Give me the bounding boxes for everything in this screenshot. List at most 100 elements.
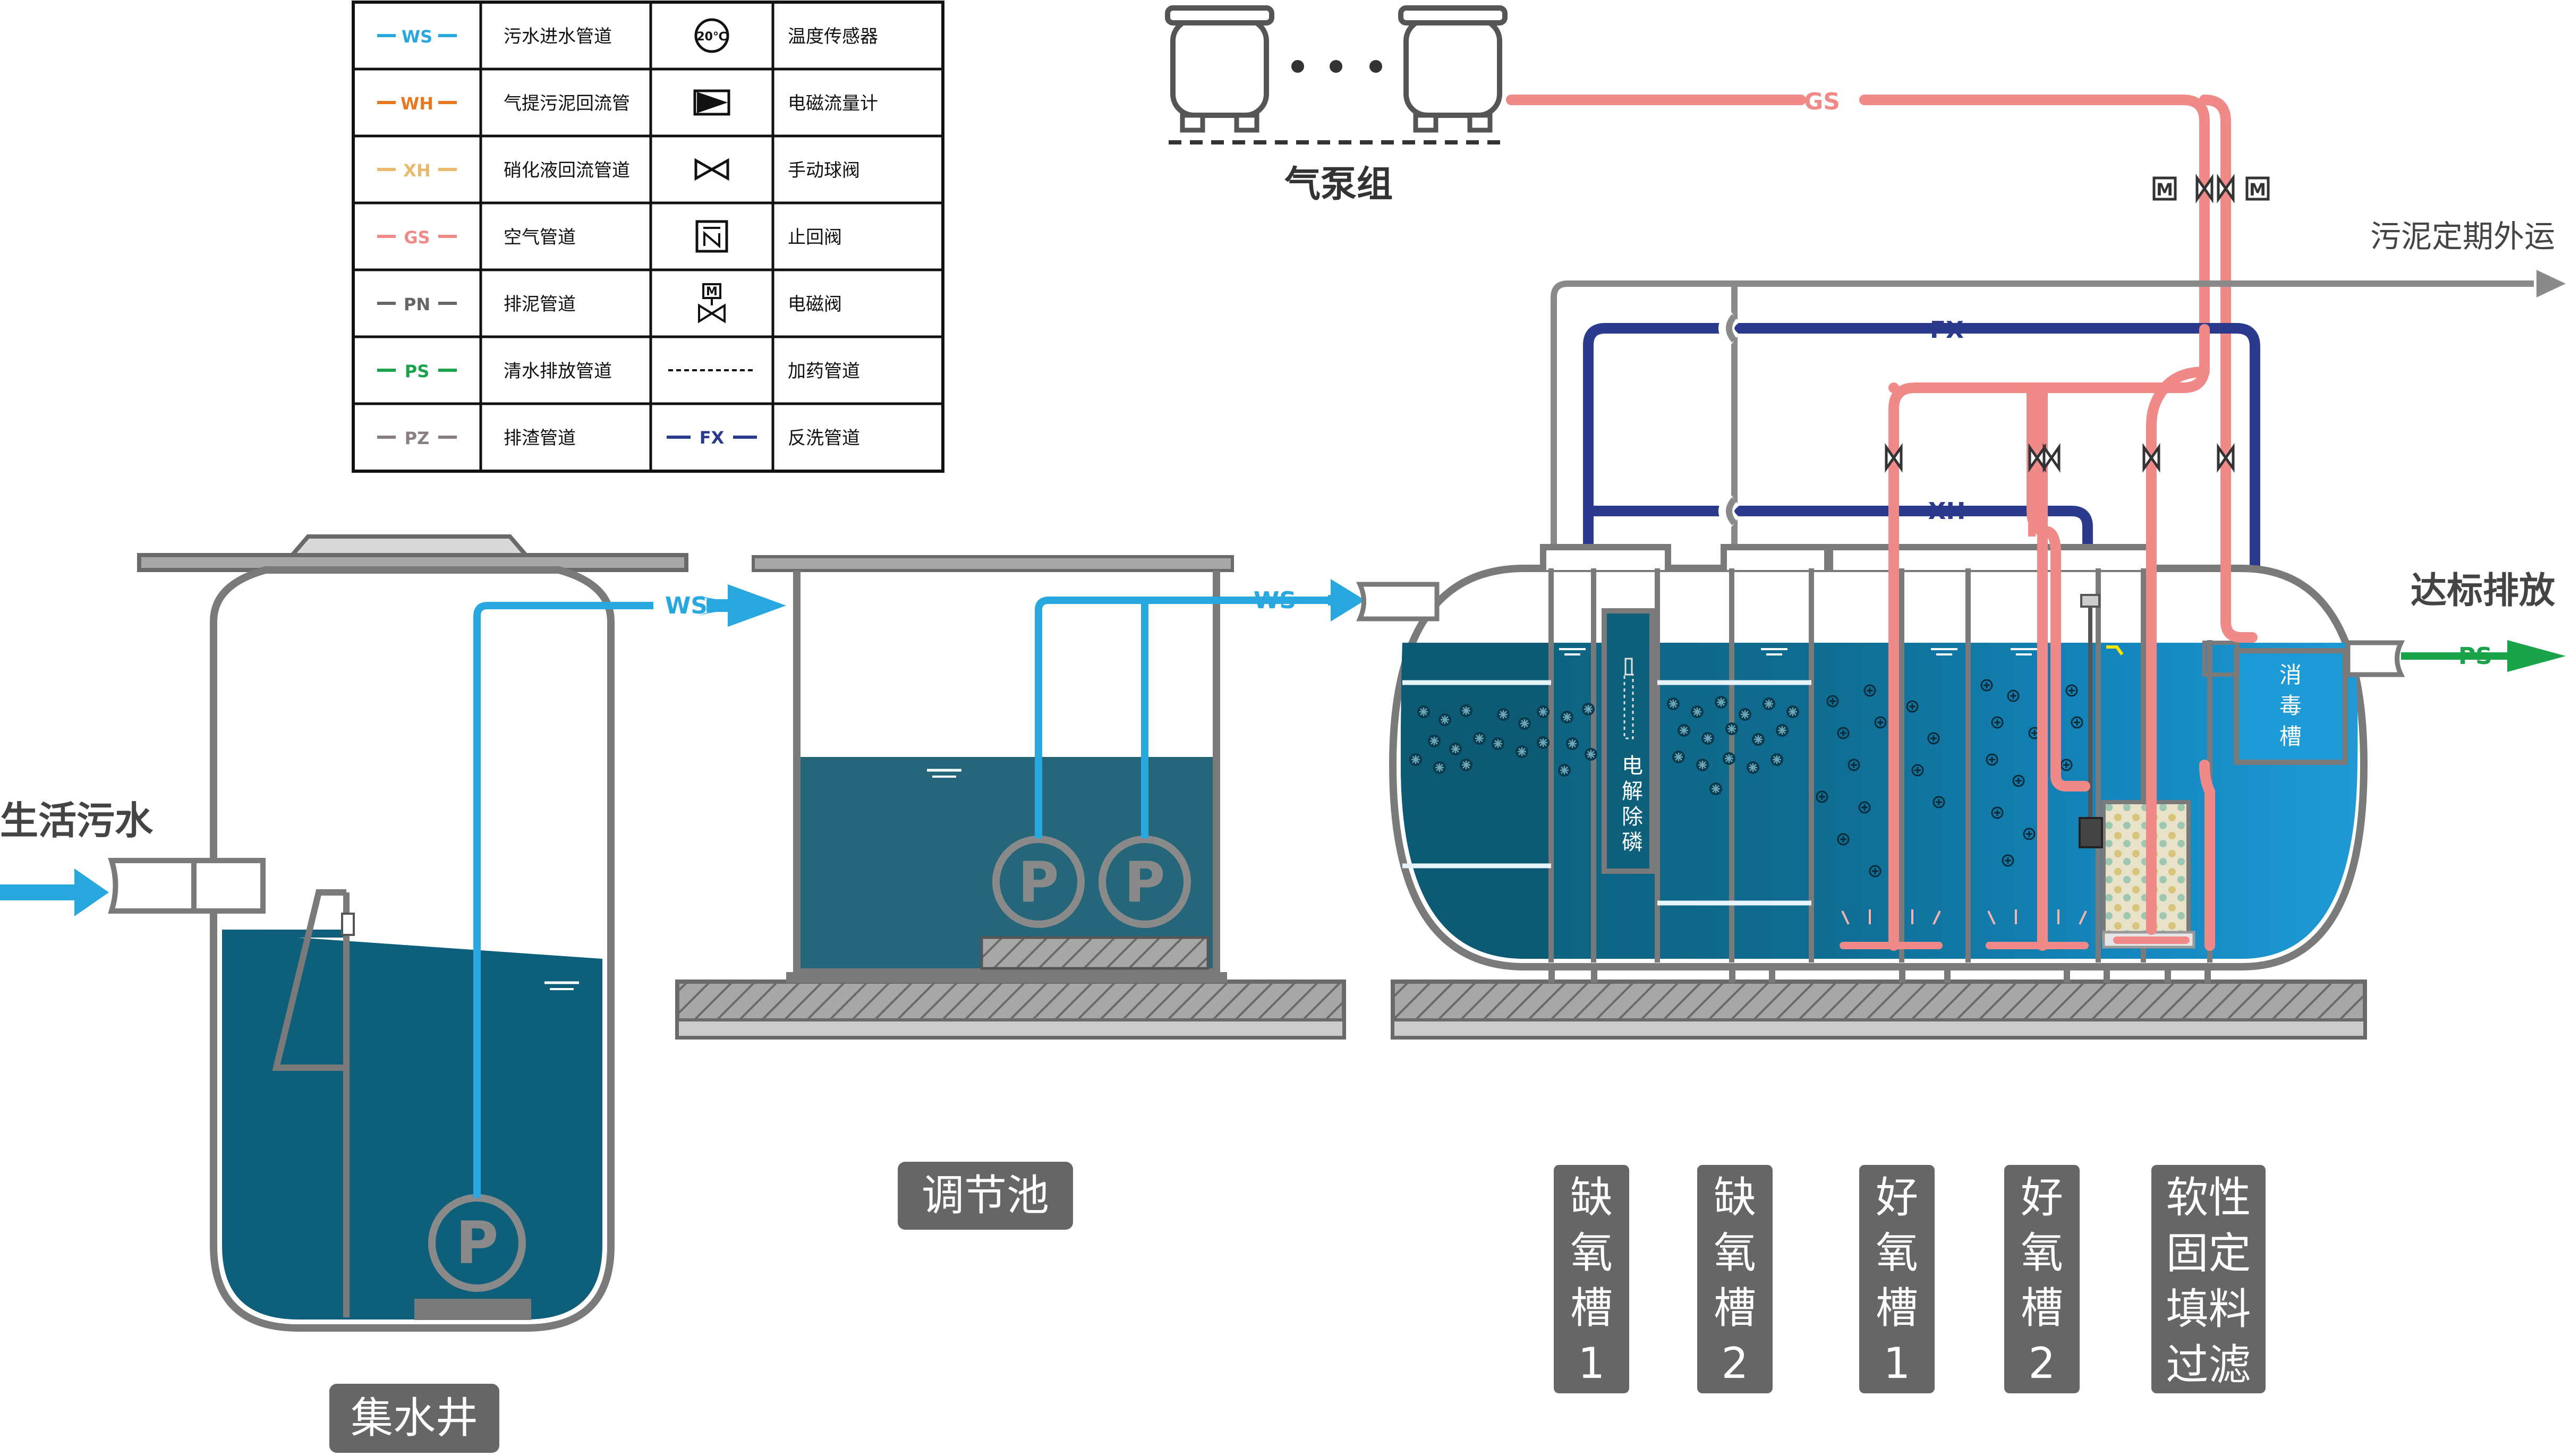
phosphorus-label-char: 电 — [1622, 754, 1643, 778]
svg-text:M: M — [2249, 180, 2266, 200]
mixing-bubble — [1459, 704, 1473, 718]
svg-text:P: P — [1018, 850, 1059, 915]
legend-pipe-label: 硝化液回流管道 — [504, 160, 630, 181]
stage-label-text: 2 — [2029, 1339, 2056, 1388]
legend-icon-label: 加药管道 — [788, 361, 860, 382]
mixing-bubble — [1449, 742, 1462, 756]
mixing-bubble — [1515, 745, 1529, 759]
mixing-bubble — [1536, 705, 1550, 719]
disinfection-label-char: 槽 — [2279, 723, 2302, 750]
mixing-bubble — [1557, 763, 1571, 777]
sewage-pipe-ws-2 — [1035, 597, 1328, 838]
mixing-bubble — [1751, 733, 1765, 746]
legend-icon-label: 止回阀 — [788, 227, 842, 248]
mixing-bubble — [1459, 758, 1473, 772]
mixing-bubble — [1565, 737, 1579, 751]
mixing-bubble — [1427, 734, 1441, 748]
regulating-tank-label: 调节池 — [922, 1171, 1049, 1220]
air-pipe-gs — [1506, 95, 2231, 377]
ellipsis-dot — [1291, 60, 1304, 73]
legend-icon-label: 反洗管道 — [788, 428, 860, 449]
svg-text:M: M — [706, 285, 718, 299]
mixing-bubble — [1438, 713, 1452, 727]
stage-label-text: 软性 — [2166, 1173, 2251, 1222]
legend-pipe-label: 污水进水管道 — [504, 26, 612, 47]
mixing-bubble — [1472, 731, 1486, 745]
inlet-pipe-stub — [191, 858, 266, 914]
xh-label: XH — [1928, 498, 1966, 525]
discharge-label: 达标排放 — [2411, 570, 2555, 612]
mixing-bubble — [1690, 705, 1704, 719]
inflow-arrow — [0, 869, 109, 916]
collection-well-label-box: 集水井 — [329, 1384, 499, 1453]
solenoid-valve-icon: M — [698, 283, 726, 323]
phosphorus-label-char: 磷 — [1622, 830, 1643, 855]
stage-label-text: 固定 — [2166, 1229, 2251, 1278]
stage-label-text: 2 — [1722, 1339, 1749, 1388]
mixing-bubble — [1518, 717, 1531, 730]
svg-text:P: P — [1125, 850, 1165, 915]
mixing-bubble — [1677, 723, 1691, 737]
stage-label-text: 氧 — [2021, 1228, 2063, 1278]
ws-label-1: WS — [665, 592, 708, 619]
sludge-out-label: 污泥定期外运 — [2370, 218, 2555, 254]
well-pump-icon: P — [428, 1194, 526, 1292]
stage-label-text: 填料 — [2166, 1284, 2251, 1334]
svg-text:P: P — [456, 1209, 499, 1277]
phosphorus-label-char: 除 — [1622, 805, 1643, 829]
svg-text:M: M — [2156, 180, 2173, 200]
mixing-bubble — [1770, 753, 1784, 767]
legend-pipe-label: 清水排放管道 — [504, 361, 612, 382]
mixing-bubble — [1417, 705, 1431, 719]
mixing-bubble — [1786, 705, 1800, 719]
backwash-line-icon: FX — [667, 428, 757, 448]
regulating-pump-2-icon: P — [1099, 836, 1191, 928]
legend-pipe-code: PN — [404, 294, 430, 314]
legend-pipe-label: 气提污泥回流管 — [504, 93, 630, 114]
gs-label: GS — [1804, 88, 1840, 115]
mixing-bubble — [1666, 697, 1680, 711]
mixing-bubble — [1584, 747, 1598, 761]
regulating-tank-label-box: 调节池 — [898, 1162, 1073, 1230]
stage-label-text: 氧 — [1876, 1228, 1918, 1278]
regulating-tank — [675, 555, 1346, 1040]
disinfection-label-char: 毒 — [2279, 693, 2302, 719]
stage-label-text: 模块 — [2166, 1396, 2251, 1445]
air-pump-group — [1168, 8, 1509, 144]
legend-pipe-code: PS — [405, 361, 430, 381]
stage-label-text: 槽 — [1570, 1283, 1613, 1333]
stage-label-text: 氧 — [1714, 1228, 1756, 1278]
ps-label: PS — [2458, 643, 2492, 670]
mixing-bubble — [1496, 708, 1510, 721]
pump-group-label: 气泵组 — [1284, 164, 1393, 206]
mixing-bubble — [1560, 710, 1574, 724]
mixing-bubble — [1725, 722, 1739, 736]
legend-pipe-code: WH — [401, 93, 433, 114]
temperature-sensor-icon: 20℃ — [694, 18, 729, 53]
legend-pipe-code: WS — [402, 27, 432, 47]
mixing-bubble — [1696, 758, 1709, 772]
ball-valve-icon — [694, 158, 729, 181]
svg-text:20℃: 20℃ — [696, 30, 727, 44]
mixing-bubble — [1738, 708, 1752, 721]
stage-label-text: 槽 — [1876, 1283, 1918, 1333]
stage-label-text: 缺 — [1714, 1173, 1756, 1222]
ellipsis-dot — [1330, 60, 1342, 73]
mixing-bubble — [1433, 761, 1446, 774]
integrated-treatment-tank — [1356, 544, 2405, 1040]
inflow-label: 生活污水 — [0, 798, 154, 843]
sewage-pipe-ws-1 — [473, 602, 653, 1198]
check-valve-icon — [695, 220, 728, 253]
flowmeter-icon — [693, 89, 730, 116]
stage-label-text: 过滤 — [2166, 1340, 2251, 1390]
stage-label-text: 好 — [1876, 1173, 1918, 1222]
